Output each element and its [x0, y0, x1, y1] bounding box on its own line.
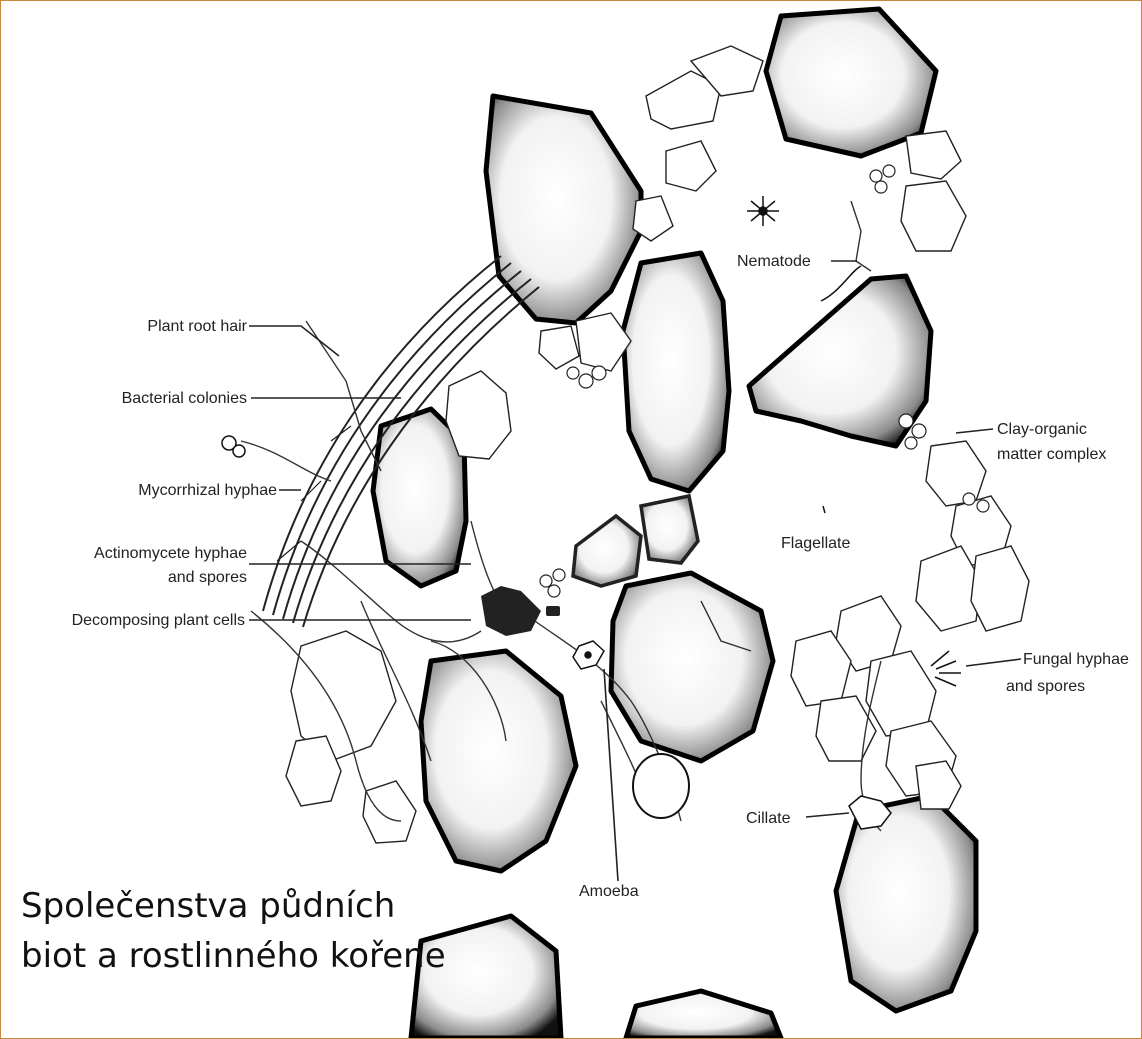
rock-bottom-mid: [626, 991, 781, 1038]
rock-top-right: [766, 9, 936, 156]
label-clay-organic-line1: Clay-organic: [997, 421, 1087, 438]
label-decomposing-plant-cells: Decomposing plant cells: [72, 612, 245, 629]
label-actinomycete-line1: Actinomycete hyphae: [94, 545, 247, 562]
oval-cell: [633, 754, 689, 818]
rock-center: [623, 253, 729, 491]
label-bacterial-colonies: Bacterial colonies: [122, 390, 247, 407]
caption-line-2: biot a rostlinného kořene: [21, 936, 446, 976]
label-actinomycete-line2: and spores: [168, 569, 247, 586]
label-fungal-line1: Fungal hyphae: [1023, 651, 1129, 668]
label-amoeba: Amoeba: [579, 883, 639, 900]
label-nematode: Nematode: [737, 253, 811, 270]
small-rock-2: [641, 496, 698, 563]
label-mycorrhizal-hyphae: Mycorrhizal hyphae: [138, 482, 277, 499]
caption-line-1: Společenstva půdních: [21, 886, 395, 926]
flagellate-organism: [823, 506, 825, 513]
small-rock-1: [573, 516, 641, 586]
rock-upper-center: [486, 96, 641, 323]
fungal-spores: [931, 651, 961, 686]
label-clay-organic-line2: matter complex: [997, 446, 1106, 463]
label-plant-root-hair: Plant root hair: [147, 318, 247, 335]
label-fungal-line2: and spores: [1006, 678, 1085, 695]
mycorrhizal-spore-2: [233, 445, 245, 457]
rock-lower-left: [421, 651, 576, 871]
label-ciliate: Cillate: [746, 810, 791, 827]
slide-caption: Společenstva půdních biot a rostlinného …: [21, 881, 446, 981]
rock-lower-right: [836, 796, 976, 1011]
nematode-organism: [747, 196, 779, 226]
rock-middle: [611, 573, 773, 761]
label-flagellate: Flagellate: [781, 535, 850, 552]
